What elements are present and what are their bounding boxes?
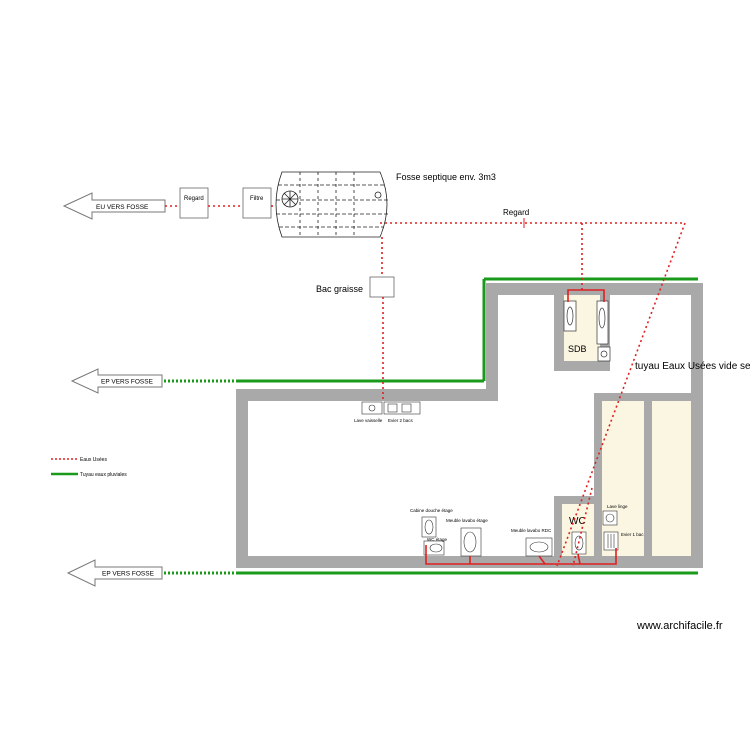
evier-2-bacs-label: Evier 2 bacs [388,418,414,423]
meuble-lavabo-rdc-label: Meuble lavabo RDC [511,528,552,533]
ground-fixtures [421,510,619,557]
ep-arrow-bottom-label: EP VERS FOSSE [102,571,155,578]
ep-vers-fosse-arrow-top: EP VERS FOSSE [70,368,163,394]
ep-vers-fosse-arrow-bottom: EP VERS FOSSE [66,559,163,587]
bac-graisse-box [369,276,395,298]
watermark: www.archifacile.fr [636,620,723,632]
evier-1-bac-label: Evier 1 bac [621,532,644,537]
sdb-fixtures [563,300,611,362]
waste-water-dotted-pipes [165,205,686,567]
cabine-douche-label: Cabine douche étage [410,508,453,513]
lave-vaisselle-label: Lave vaisselle [354,418,383,423]
meuble-lavabo-etage-label: Meuble lavabo étage [446,518,488,523]
fosse-septique-tank [275,171,388,238]
regard-line-label: Regard [503,208,529,217]
kitchen-fixtures [361,401,421,415]
eu-vers-fosse-arrow: EU VERS FOSSE [62,192,166,220]
legend: Eaux Usées Tuyau eaux pluviales [51,457,127,478]
filtre-box: Filtre [242,187,272,219]
rain-water-pipes [164,277,698,575]
legend-waste-label: Eaux Usées [80,457,107,463]
regard-box-label: Regard [184,196,204,202]
waste-water-solid-pipes [425,289,617,565]
sdb-label: SDB [568,344,587,354]
lave-linge-label: Lave linge [607,504,628,509]
filtre-box-label: Filtre [250,196,264,202]
bac-graisse-label: Bac graisse [316,284,363,294]
tuyau-label: tuyau Eaux Usées vide se [635,361,750,372]
wc-etage-label: WC étage [427,537,448,542]
legend-rain-label: Tuyau eaux pluviales [80,472,127,478]
eu-arrow-label: EU VERS FOSSE [96,204,149,211]
wc-label: WC [569,516,586,527]
fosse-label: Fosse septique env. 3m3 [396,172,496,182]
ep-arrow-top-label: EP VERS FOSSE [101,379,154,386]
room-fills [562,295,691,556]
regard-box: Regard [179,187,209,219]
